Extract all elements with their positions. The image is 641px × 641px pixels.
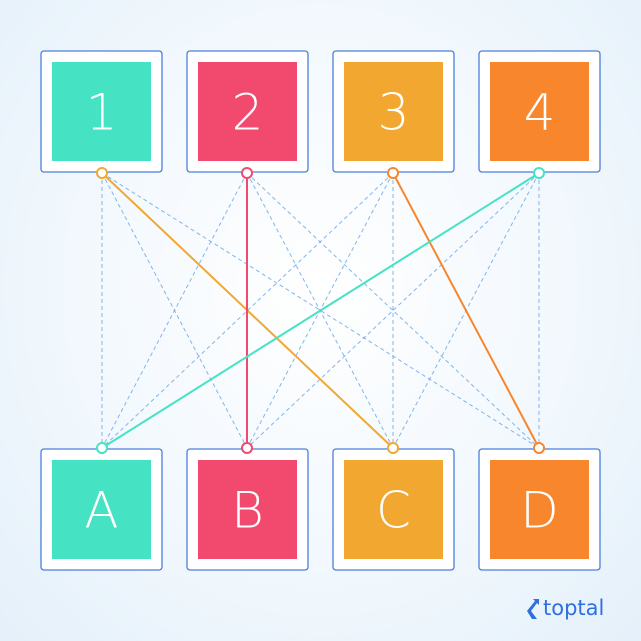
card-fill xyxy=(52,460,151,559)
port-top-1 xyxy=(96,167,108,179)
candidate-edge-2-d xyxy=(246,172,540,449)
candidate-edge-1-d xyxy=(101,172,540,449)
node-card-b: B xyxy=(186,448,309,571)
node-label: A xyxy=(84,482,118,540)
matched-edge-3-d xyxy=(392,172,540,449)
node-card-1: 1 xyxy=(40,50,163,173)
node-card-a: A xyxy=(40,448,163,571)
node-cards-layer: 1 2 3 4A B C D xyxy=(40,50,601,571)
candidate-edge-3-a xyxy=(101,172,394,449)
node-card-d: D xyxy=(478,448,601,571)
port-bottom-a xyxy=(96,442,108,454)
toptal-logo-text: toptal xyxy=(543,596,604,620)
candidate-edges-layer xyxy=(101,172,540,449)
matched-edge-4-a xyxy=(101,172,540,449)
node-card-2: 2 xyxy=(186,50,309,173)
node-label: D xyxy=(520,482,559,540)
node-card-3: 3 xyxy=(332,50,455,173)
toptal-logo-icon xyxy=(527,599,539,619)
matched-edges-layer xyxy=(101,172,540,449)
candidate-edge-2-a xyxy=(101,172,248,449)
port-top-2 xyxy=(241,167,253,179)
port-top-4 xyxy=(533,167,545,179)
card-fill xyxy=(490,460,589,559)
card-fill xyxy=(344,62,443,161)
node-label: C xyxy=(376,482,411,540)
node-card-c: C xyxy=(332,448,455,571)
card-fill xyxy=(490,62,589,161)
port-top-3 xyxy=(387,167,399,179)
node-card-4: 4 xyxy=(478,50,601,173)
ports-layer xyxy=(96,167,545,454)
card-fill xyxy=(198,62,297,161)
node-label: 4 xyxy=(524,84,556,142)
node-label: B xyxy=(231,482,264,540)
node-label: 2 xyxy=(232,84,264,142)
port-bottom-d xyxy=(533,442,545,454)
port-bottom-b xyxy=(241,442,253,454)
card-fill xyxy=(344,460,443,559)
node-label: 3 xyxy=(378,84,410,142)
candidate-edge-4-b xyxy=(246,172,540,449)
toptal-logo: toptal xyxy=(527,596,604,620)
card-fill xyxy=(198,460,297,559)
node-label: 1 xyxy=(86,84,118,142)
port-bottom-c xyxy=(387,442,399,454)
card-fill xyxy=(52,62,151,161)
